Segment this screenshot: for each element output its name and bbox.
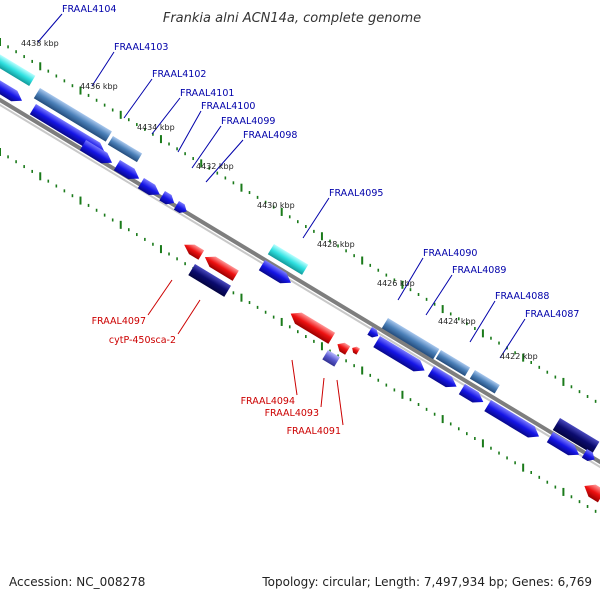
label-fraal4093[interactable]: FRAAL4093 — [265, 408, 319, 419]
gene-fraal4090[interactable] — [381, 318, 440, 360]
label-fraal4090[interactable]: FRAAL4090 — [423, 248, 477, 259]
gene-f4[interactable] — [113, 160, 142, 184]
gene-fraal4089[interactable] — [435, 350, 471, 377]
kbp-label: 4434 kbp — [137, 123, 175, 132]
gene-f3[interactable] — [79, 140, 115, 168]
gene-labels: FRAAL4104FRAAL4103FRAAL4102FRAAL4101FRAA… — [62, 4, 579, 437]
label-fraal4103[interactable]: FRAAL4103 — [114, 42, 168, 53]
gene-f14[interactable] — [546, 432, 582, 460]
label-leader-lines — [37, 13, 526, 426]
leader-line — [499, 318, 526, 359]
label-fraal4101[interactable]: FRAAL4101 — [180, 88, 234, 99]
leader-line — [177, 299, 201, 335]
leader-line — [123, 78, 153, 119]
leader-line — [191, 125, 222, 169]
label-fraal4100[interactable]: FRAAL4100 — [201, 101, 255, 112]
leader-line — [205, 139, 244, 183]
leader-line — [177, 110, 202, 153]
gene-f15[interactable] — [581, 449, 597, 464]
gene-fraal4095[interactable] — [267, 244, 309, 275]
gene-f1[interactable] — [0, 78, 25, 106]
leader-line — [302, 197, 330, 239]
leader-line — [291, 359, 298, 396]
leader-line — [91, 51, 115, 87]
kbp-label: 4422 kbp — [500, 352, 538, 361]
kbp-label: 4432 kbp — [196, 162, 234, 171]
label-fraal4097[interactable]: FRAAL4097 — [92, 316, 146, 327]
kbp-label: 4436 kbp — [80, 82, 118, 91]
kbp-scale-labels: 4438 kbp 4436 kbp 4434 kbp 4432 kbp 4430 kbp… — [21, 39, 538, 361]
leader-line — [37, 13, 63, 43]
leader-line — [151, 97, 181, 135]
gene-features — [0, 52, 600, 503]
map-title: Frankia alni ACN14a, complete genome — [163, 11, 421, 26]
gene-fraal4088[interactable] — [469, 370, 500, 394]
gene-r-small[interactable] — [350, 345, 360, 355]
leader-line — [425, 274, 453, 316]
label-fraal4098[interactable]: FRAAL4098 — [243, 130, 297, 141]
gene-fraal4103[interactable] — [33, 88, 112, 142]
label-cytp-450sca-2[interactable]: cytP-450sca-2 — [109, 335, 176, 346]
gene-f6[interactable] — [159, 191, 177, 208]
label-fraal4088[interactable]: FRAAL4088 — [495, 291, 549, 302]
label-fraal4104[interactable]: FRAAL4104 — [62, 4, 116, 15]
label-fraal4094[interactable]: FRAAL4094 — [241, 396, 295, 407]
leader-line — [147, 279, 173, 316]
gene-f7[interactable] — [173, 201, 189, 216]
gene-fraal4093[interactable] — [322, 350, 340, 367]
gene-fraal4097[interactable] — [181, 240, 205, 260]
gene-fraal4094[interactable] — [287, 308, 336, 344]
label-fraal4099[interactable]: FRAAL4099 — [221, 116, 275, 127]
topology-text: Topology: circular; Length: 7,497,934 bp… — [262, 575, 592, 589]
gene-f11[interactable] — [427, 366, 460, 392]
leader-line — [320, 377, 325, 408]
gene-f9[interactable] — [367, 327, 380, 340]
gene-f12[interactable] — [458, 384, 487, 407]
label-fraal4087[interactable]: FRAAL4087 — [525, 309, 579, 320]
gene-f13[interactable] — [484, 400, 542, 442]
label-fraal4102[interactable]: FRAAL4102 — [152, 69, 206, 80]
gene-fraal4091[interactable] — [335, 340, 351, 355]
gene-r2[interactable] — [202, 252, 239, 281]
gene-f8[interactable] — [258, 260, 294, 288]
leader-line — [336, 379, 344, 426]
gene-r-edge[interactable] — [581, 480, 600, 503]
leader-line — [469, 300, 496, 343]
kbp-label: 4438 kbp — [21, 39, 59, 48]
kbp-label: 4424 kbp — [438, 317, 476, 326]
label-fraal4089[interactable]: FRAAL4089 — [452, 265, 506, 276]
gene-fraal4104[interactable] — [0, 52, 36, 87]
kbp-label: 4430 kbp — [257, 201, 295, 210]
gene-cytp450sca2[interactable] — [188, 264, 231, 297]
gene-fraal4087[interactable] — [552, 418, 600, 454]
label-fraal4095[interactable]: FRAAL4095 — [329, 188, 383, 199]
gene-f5[interactable] — [137, 178, 163, 200]
accession-text: Accession: NC_008278 — [9, 575, 146, 589]
label-fraal4091[interactable]: FRAAL4091 — [287, 426, 341, 437]
leader-line — [397, 257, 424, 301]
gene-fraal4102[interactable] — [107, 136, 143, 163]
tick-marks — [0, 38, 597, 513]
kbp-label: 4426 kbp — [377, 279, 415, 288]
gene-f10[interactable] — [373, 336, 428, 376]
kbp-label: 4428 kbp — [317, 240, 355, 249]
